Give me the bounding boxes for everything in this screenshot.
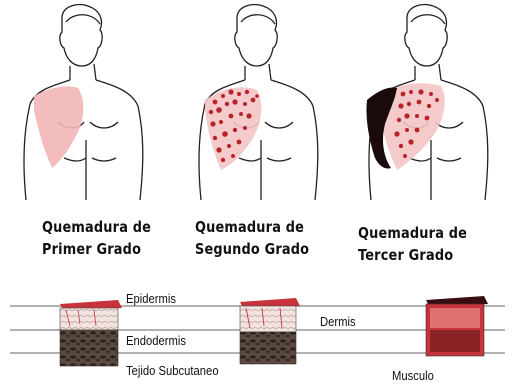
- label-dermis: Dermis: [320, 315, 356, 329]
- label-endodermis: Endodermis: [126, 334, 186, 348]
- caption-second-degree: Quemadura de Segundo Grado: [195, 216, 309, 260]
- label-musculo: Musculo: [392, 369, 434, 383]
- caption-second-degree-line1: Quemadura de: [195, 216, 309, 238]
- torso-illustration-second-degree: [175, 0, 335, 205]
- caption-third-degree-line2: Tercer Grado: [358, 244, 467, 266]
- skin-block-second-degree: [240, 298, 300, 364]
- label-epidermis: Epidermis: [126, 292, 176, 306]
- first-degree-burn-area: [34, 86, 83, 168]
- caption-first-degree-line1: Quemadura de: [42, 216, 151, 238]
- torso-illustration-first-degree: [0, 0, 160, 205]
- figure-third-degree: [345, 0, 505, 205]
- caption-first-degree-line2: Primer Grado: [42, 238, 151, 260]
- skin-block-third-degree: [426, 296, 488, 356]
- figure-first-degree: [0, 0, 160, 205]
- caption-second-degree-line2: Segundo Grado: [195, 238, 309, 260]
- torso-illustration-third-degree: [345, 0, 505, 205]
- skin-block-first-degree: [60, 300, 122, 366]
- caption-first-degree: Quemadura de Primer Grado: [42, 216, 151, 260]
- figure-second-degree: [175, 0, 335, 205]
- caption-third-degree-line1: Quemadura de: [358, 222, 467, 244]
- skin-layers-svg: [0, 290, 515, 385]
- caption-third-degree: Quemadura de Tercer Grado: [358, 222, 467, 266]
- label-tejido-subcutaneo: Tejido Subcutaneo: [126, 364, 219, 378]
- skin-layers-diagram: [0, 290, 515, 385]
